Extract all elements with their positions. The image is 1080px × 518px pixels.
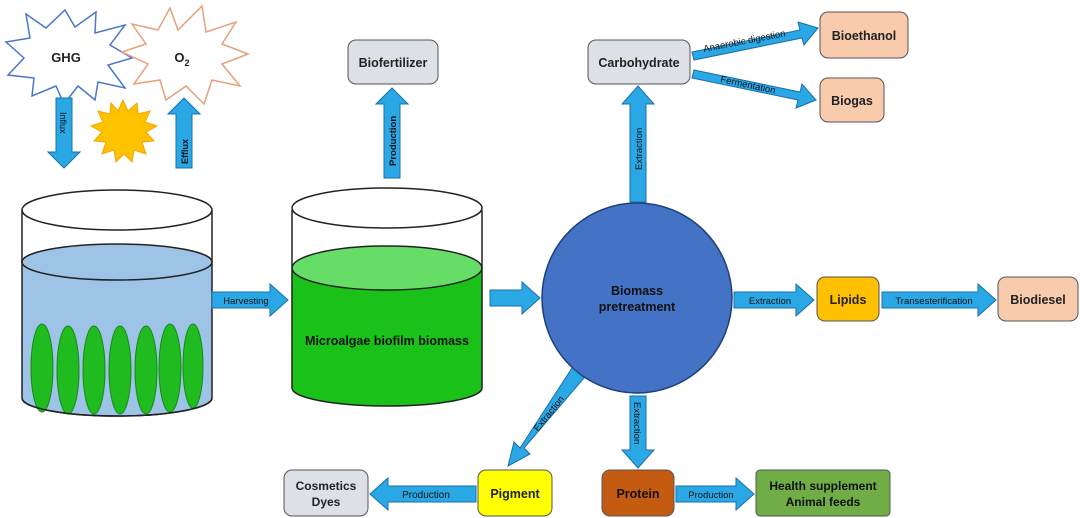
pigment-node: Pigment	[477, 469, 553, 517]
biodiesel-label: Biodiesel	[1010, 293, 1066, 307]
fermentation-label: Fermentation	[719, 74, 776, 96]
biogas-node: Biogas	[819, 77, 885, 123]
pigment-label: Pigment	[490, 487, 540, 501]
protein-label: Protein	[616, 487, 659, 501]
health-supplement-node: Health supplement Animal feeds	[755, 469, 891, 517]
extraction-up-label: Extraction	[634, 128, 645, 170]
extraction-right-arrow: Extraction	[733, 282, 815, 318]
bioethanol-node: Bioethanol	[819, 11, 909, 59]
biofertilizer-label: Biofertilizer	[359, 56, 428, 70]
transesterification-label: Transesterification	[895, 296, 972, 307]
biofertilizer-node: Biofertilizer	[347, 39, 439, 85]
biomass-label-line1: Biomass	[611, 284, 663, 298]
cosmetics-label-line1: Cosmetics	[296, 479, 357, 493]
extraction-down-label: Extraction	[631, 402, 642, 444]
cosmetics-label-line2: Dyes	[312, 495, 341, 509]
biomass-cylinder: Microalgae biofilm biomass	[291, 187, 483, 407]
sun-icon	[89, 98, 159, 164]
extraction-down-arrow: Extraction	[620, 395, 656, 469]
ghg-label: GHG	[51, 50, 81, 65]
lipids-label: Lipids	[830, 293, 867, 307]
production-up-arrow: Production	[374, 87, 410, 179]
production-up-label: Production	[388, 116, 399, 166]
microalgae-label: Microalgae biofilm biomass	[305, 334, 469, 348]
lipids-node: Lipids	[816, 276, 880, 322]
transesterification-arrow: Transesterification	[881, 282, 997, 318]
algae-cells	[30, 323, 204, 415]
ghg-burst: GHG	[4, 8, 134, 106]
biodiesel-node: Biodiesel	[997, 276, 1079, 322]
production-left-label: Production	[402, 490, 450, 501]
biomass-pretreatment-node: Biomass pretreatment	[541, 202, 733, 394]
biomass-label-line2: pretreatment	[599, 300, 676, 314]
carbohydrate-node: Carbohydrate	[587, 39, 691, 85]
health-label-line2: Animal feeds	[786, 495, 861, 509]
production-left-arrow: Production	[369, 476, 477, 512]
extraction-right-label: Extraction	[749, 296, 791, 307]
influx-label: Influx	[58, 112, 68, 134]
to-pretreatment-arrow	[489, 280, 541, 316]
extraction-up-arrow: Extraction	[620, 85, 656, 203]
health-label-line1: Health supplement	[769, 479, 876, 493]
fermentation-arrow: Fermentation	[691, 69, 817, 109]
bioethanol-label: Bioethanol	[832, 29, 897, 43]
biogas-label: Biogas	[831, 94, 873, 108]
cosmetics-dyes-node: Cosmetics Dyes	[283, 469, 369, 517]
harvesting-label: Harvesting	[223, 296, 268, 307]
o2-burst: O2	[119, 4, 251, 106]
carbohydrate-label: Carbohydrate	[598, 56, 679, 70]
efflux-arrow: Efflux	[166, 97, 202, 169]
protein-node: Protein	[601, 469, 675, 517]
influx-arrow: Influx	[46, 97, 82, 169]
photobioreactor-cylinder	[21, 189, 213, 417]
anaerobic-digestion-arrow: Anaerobic digestion	[691, 21, 819, 61]
extraction-diag-label: Extraction	[532, 394, 567, 434]
extraction-diag-arrow: Extraction	[507, 367, 585, 467]
harvesting-arrow: Harvesting	[211, 282, 289, 318]
o2-label: O2	[174, 50, 189, 68]
efflux-label: Efflux	[180, 139, 190, 164]
production-right-arrow: Production	[675, 476, 755, 512]
production-right-label: Production	[688, 490, 733, 501]
